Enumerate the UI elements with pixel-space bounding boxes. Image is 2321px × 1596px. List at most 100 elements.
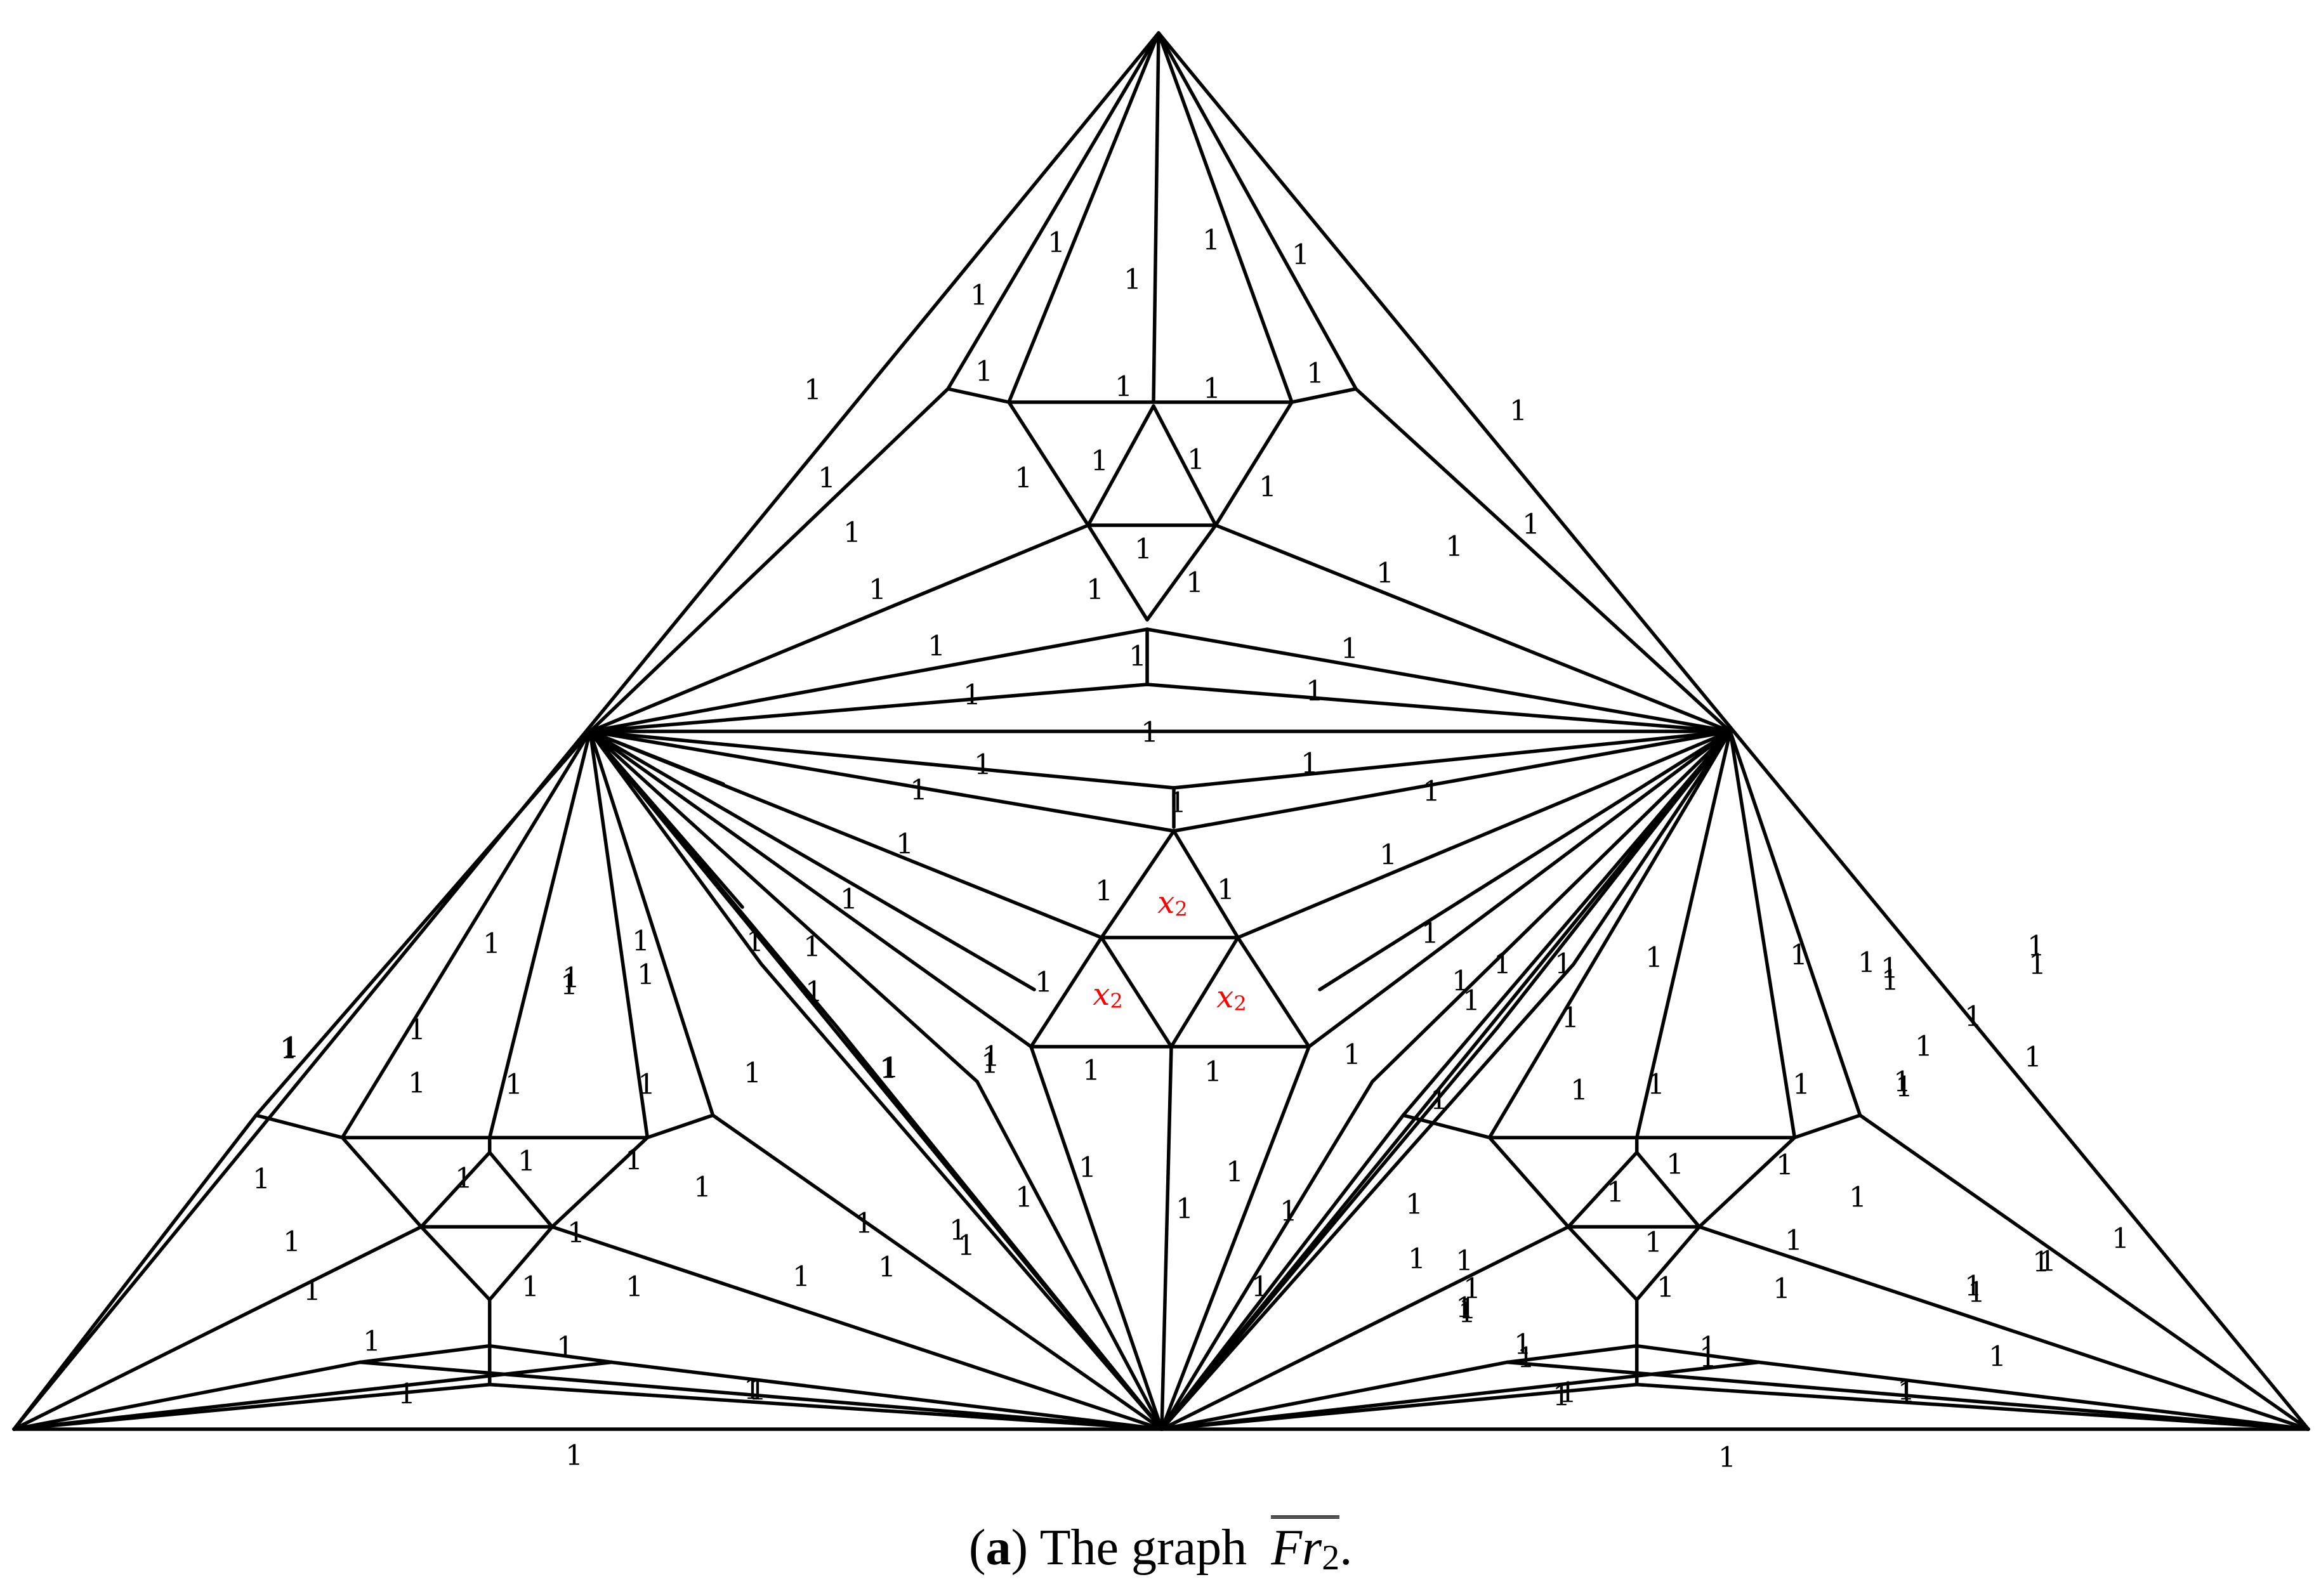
edge-weight-label: 1 xyxy=(1555,948,1572,981)
edge-weight-label: 1 xyxy=(694,1172,711,1204)
edge-weight-label: 1 xyxy=(1895,1071,1913,1104)
graph-edge xyxy=(487,1382,1164,1431)
graph-edge xyxy=(1157,31,1358,391)
graph-edge xyxy=(487,1225,554,1302)
graph-edge xyxy=(588,729,1176,833)
edge-weight-label: 1 xyxy=(253,1163,270,1196)
graph-edge xyxy=(340,729,592,1140)
graph-drawing: 1 1 1 1 1 1 1 1 1 1 1 1 1 1 1 1 1 1 1 1 1 1 1 1 1 1 1 1 1 1 1 1 1 1 1 1 1 1 1 1… xyxy=(12,31,2310,1474)
graph-edge xyxy=(12,31,1160,1431)
edge-weight-label: 1 xyxy=(975,356,993,388)
edge-weight-label: 1 xyxy=(638,1069,655,1101)
edge-weight-label: 1 xyxy=(1202,225,1220,257)
edge-weight-label: 1 xyxy=(963,679,981,712)
edge-weight-label: 1 xyxy=(2024,1042,2042,1074)
graph-edge xyxy=(1371,729,1732,1083)
graph-edge xyxy=(1318,729,1732,991)
graph-edge xyxy=(588,729,979,1083)
graph-edge xyxy=(1214,523,1732,733)
edge-weight-label: 1 xyxy=(363,1326,381,1358)
edge-weight-label: 1 xyxy=(1376,558,1394,590)
edge-weight-label: 1 xyxy=(1562,1002,1579,1035)
graph-edge xyxy=(1152,404,1218,527)
graph-edge xyxy=(1505,1360,2310,1431)
edge-weight-label: 1 xyxy=(1458,1297,1476,1330)
edge-weight-label: 1 xyxy=(1773,1273,1791,1305)
edge-weight-label: 1 xyxy=(1306,676,1324,708)
edge-weight-label: 1 xyxy=(982,1041,1000,1073)
graph-edge xyxy=(1157,31,1294,404)
edge-weight-label: 1 xyxy=(1379,839,1397,872)
graph-edge xyxy=(1172,729,1732,833)
edge-weight-label: 1 xyxy=(1509,395,1527,428)
graph-edge xyxy=(1487,1135,1570,1229)
graph-edge xyxy=(946,31,1160,391)
graph-edge xyxy=(1496,729,1732,1030)
edge-weight-label: 1 xyxy=(1647,1069,1665,1101)
graph-edge xyxy=(588,729,763,966)
edge-weight-label: 1 xyxy=(878,1252,896,1284)
graph-edge xyxy=(946,387,1011,404)
edge-weight-label: 1 xyxy=(744,1057,761,1090)
edge-weight-label: 1 xyxy=(1881,953,1898,985)
graph-edge xyxy=(645,1113,715,1140)
graph-edge xyxy=(1145,683,1732,733)
edge-weight-label: 1 xyxy=(2112,1223,2129,1255)
edge-weight-label: 1 xyxy=(1790,939,1808,972)
edge-weight-label: 1 xyxy=(1124,264,1141,296)
edge-weight-label: 1 xyxy=(1607,1177,1624,1209)
graph-edge xyxy=(12,1360,362,1431)
graph-edge xyxy=(12,1225,423,1431)
edge-weight-label: 1 xyxy=(1082,1055,1100,1087)
edge-weight-label: 1 xyxy=(1645,942,1663,974)
edge-weight-label: 1 xyxy=(1015,462,1032,495)
graph-edge xyxy=(1290,387,1358,404)
graph-edge xyxy=(419,1151,492,1229)
graph-edge xyxy=(1172,829,1240,939)
graph-edge xyxy=(487,1151,554,1229)
figure-caption: (a) The graph Fr2. xyxy=(0,1513,2321,1583)
edge-weight-label: 1 xyxy=(1048,227,1065,259)
edge-weight-label: 1 xyxy=(1553,1380,1570,1413)
graph-edge xyxy=(1169,936,1240,1049)
graph-edge xyxy=(1401,729,1732,1117)
edge-weight-label: 1 xyxy=(556,1331,574,1364)
edge-weight-label: 1 xyxy=(981,1048,999,1080)
special-weight-label: x2 xyxy=(1157,885,1187,921)
edge-weight-label: 1 xyxy=(803,931,821,964)
edge-weight-label: 1 xyxy=(855,1208,873,1240)
edge-weight-label: 1 xyxy=(1459,1293,1476,1326)
edge-weight-label: 1 xyxy=(1456,1292,1473,1325)
graph-edge xyxy=(1086,404,1155,527)
graph-edge xyxy=(487,729,592,1140)
edge-weight-label: 1 xyxy=(626,1271,643,1304)
graph-edge xyxy=(1100,936,1173,1049)
graph-edge xyxy=(1634,729,1732,1140)
graph-edge xyxy=(1160,1360,1509,1431)
edge-weight-label: 1 xyxy=(1169,787,1187,820)
edge-weight-label: 1 xyxy=(1570,1075,1588,1107)
graph-edge xyxy=(1007,400,1090,527)
graph-edge xyxy=(1160,1113,1405,1431)
edge-weight-label: 1 xyxy=(744,1374,761,1406)
graph-edge xyxy=(588,729,839,1030)
graph-edge xyxy=(1757,1360,2310,1431)
edge-weight-label: 1 xyxy=(2039,1246,2056,1278)
graph-edge xyxy=(254,729,592,1117)
edge-weight-label: 1 xyxy=(632,926,650,958)
edge-weight-label: 1 xyxy=(1776,1149,1794,1182)
graph-edge xyxy=(1354,387,1732,733)
graph-edge xyxy=(588,683,1149,733)
edge-weight-label: 1 xyxy=(1292,239,1310,271)
edge-weight-label: 1 xyxy=(1115,371,1133,403)
edge-weight-label: 1 xyxy=(2032,1246,2050,1279)
graph-edge xyxy=(1567,1225,1639,1302)
edge-weight-label: 1 xyxy=(1559,1377,1577,1410)
edge-weight-label: 1 xyxy=(1015,1182,1033,1214)
edge-weight-label: 1 xyxy=(1445,531,1463,563)
edge-weight-label: 1 xyxy=(1494,948,1511,981)
edge-weight-label: 1 xyxy=(637,959,655,991)
edge-weight-label: 1 xyxy=(1217,874,1235,906)
edge-weight-label: 1 xyxy=(1893,1066,1911,1099)
graph-edge xyxy=(1160,1080,1374,1431)
